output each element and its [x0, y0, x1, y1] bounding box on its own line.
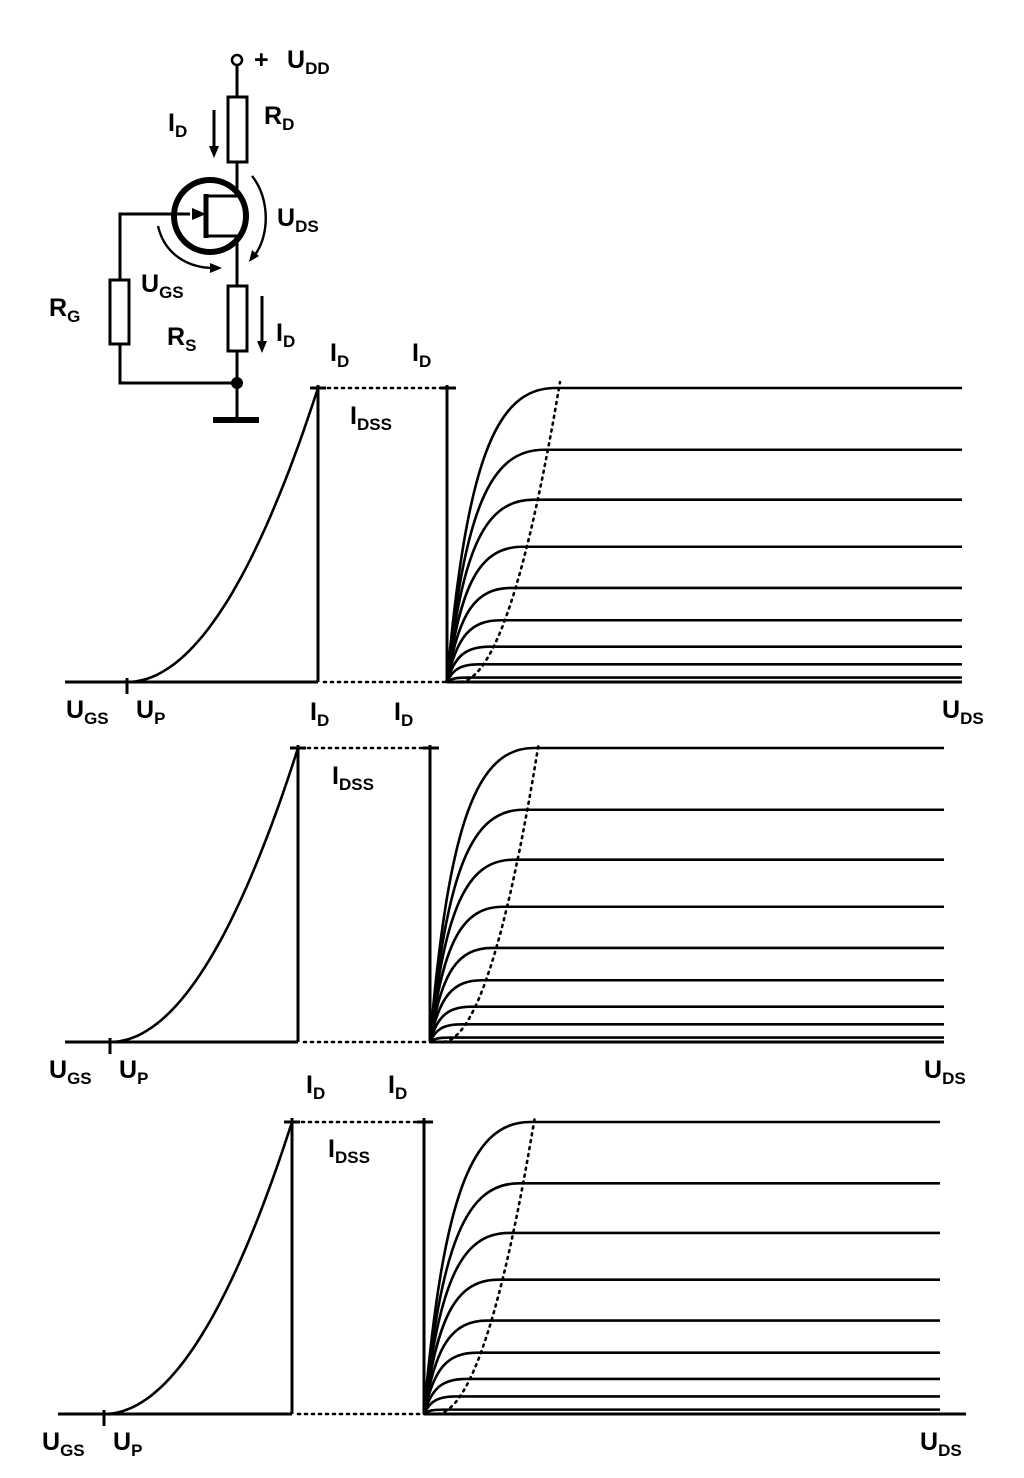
gate-resistor-label: RG [49, 294, 80, 326]
panel-3: ID ID IDSS UGS UP UDS [42, 1071, 966, 1460]
ugs-axis-label: UGS [42, 1428, 85, 1460]
panel-2: ID ID IDSS UGS UP UDS [49, 698, 966, 1088]
gate-return-wire [118, 344, 237, 385]
output-curve-2 [422, 1182, 940, 1415]
drain-current-arrow-icon [209, 146, 219, 158]
output-curve-6 [428, 978, 944, 1043]
jfet-symbol [171, 177, 249, 255]
supply-plus: + [254, 46, 269, 74]
idss-label: IDSS [328, 1135, 370, 1167]
output-curve-6 [422, 1351, 940, 1415]
output-curve-8 [422, 1395, 940, 1415]
panel-1: ID ID IDSS UGS UP UDS [65, 339, 984, 728]
output-curve-5 [428, 946, 944, 1043]
up-label: UP [113, 1428, 142, 1460]
supply-label: UDD [287, 46, 330, 78]
uds-axis-label: UDS [924, 1056, 966, 1088]
ugs-axis-label: UGS [66, 696, 109, 728]
jfet-circuit: + UDD RD ID UDS RG UGS RS ID [49, 46, 330, 423]
idss-label: IDSS [332, 762, 374, 794]
output-curve-3 [445, 498, 962, 683]
transfer-curve [103, 1121, 294, 1416]
ugs-circuit-label: UGS [141, 270, 184, 302]
gate-arrow-icon [192, 208, 206, 220]
gate-resistor [108, 278, 131, 346]
output-curve-8 [428, 1023, 944, 1043]
saturation-boundary [422, 1114, 537, 1416]
transfer-curve [126, 387, 320, 684]
output-curve-1 [422, 1120, 940, 1415]
output-id-label: ID [394, 698, 413, 730]
ugs-arrow [156, 225, 215, 270]
source-resistor-label: RS [167, 323, 196, 355]
uds-label: UDS [277, 204, 319, 236]
transfer-id-label: ID [330, 339, 349, 371]
source-resistor [226, 284, 249, 353]
uds-axis-label: UDS [942, 696, 984, 728]
output-curve-8 [445, 663, 962, 683]
uds-arrow-icon [249, 250, 259, 262]
up-label: UP [119, 1056, 148, 1088]
drain-resistor [226, 95, 249, 164]
output-curve-7 [445, 645, 962, 683]
output-curve-3 [422, 1231, 940, 1415]
output-curve-3 [428, 858, 944, 1043]
output-curves [422, 1120, 940, 1416]
saturation-boundary [445, 380, 562, 684]
output-id-label: ID [388, 1071, 407, 1103]
output-curve-2 [428, 808, 944, 1043]
output-curve-2 [445, 448, 962, 683]
output-curve-6 [445, 618, 962, 683]
transfer-curve [109, 747, 300, 1044]
saturation-boundary [428, 740, 541, 1044]
uds-axis-label: UDS [920, 1428, 962, 1460]
up-label: UP [136, 696, 165, 728]
drain-resistor-label: RD [264, 102, 294, 134]
output-curve-5 [422, 1319, 940, 1415]
transfer-id-label: ID [310, 698, 329, 730]
output-curve-4 [445, 545, 962, 683]
output-curve-7 [422, 1377, 940, 1415]
transfer-id-label: ID [306, 1071, 325, 1103]
output-curve-7 [428, 1005, 944, 1043]
output-curve-4 [428, 905, 944, 1043]
uds-arrow [251, 175, 267, 257]
supply-terminal [230, 53, 244, 67]
source-current-arrow-icon [257, 341, 267, 353]
idss-label: IDSS [350, 402, 392, 434]
ugs-axis-label: UGS [49, 1056, 92, 1088]
drain-current-label: ID [168, 109, 187, 141]
output-curve-1 [445, 386, 962, 683]
output-curves [445, 386, 962, 684]
junction-node [231, 377, 243, 389]
output-curves [428, 746, 944, 1044]
source-current-label: ID [276, 319, 295, 351]
output-curve-4 [422, 1278, 940, 1415]
output-id-label: ID [412, 339, 431, 371]
ugs-arrow-icon [210, 263, 222, 273]
gate-wire [118, 212, 190, 280]
output-curve-5 [445, 586, 962, 683]
output-curve-1 [428, 746, 944, 1043]
